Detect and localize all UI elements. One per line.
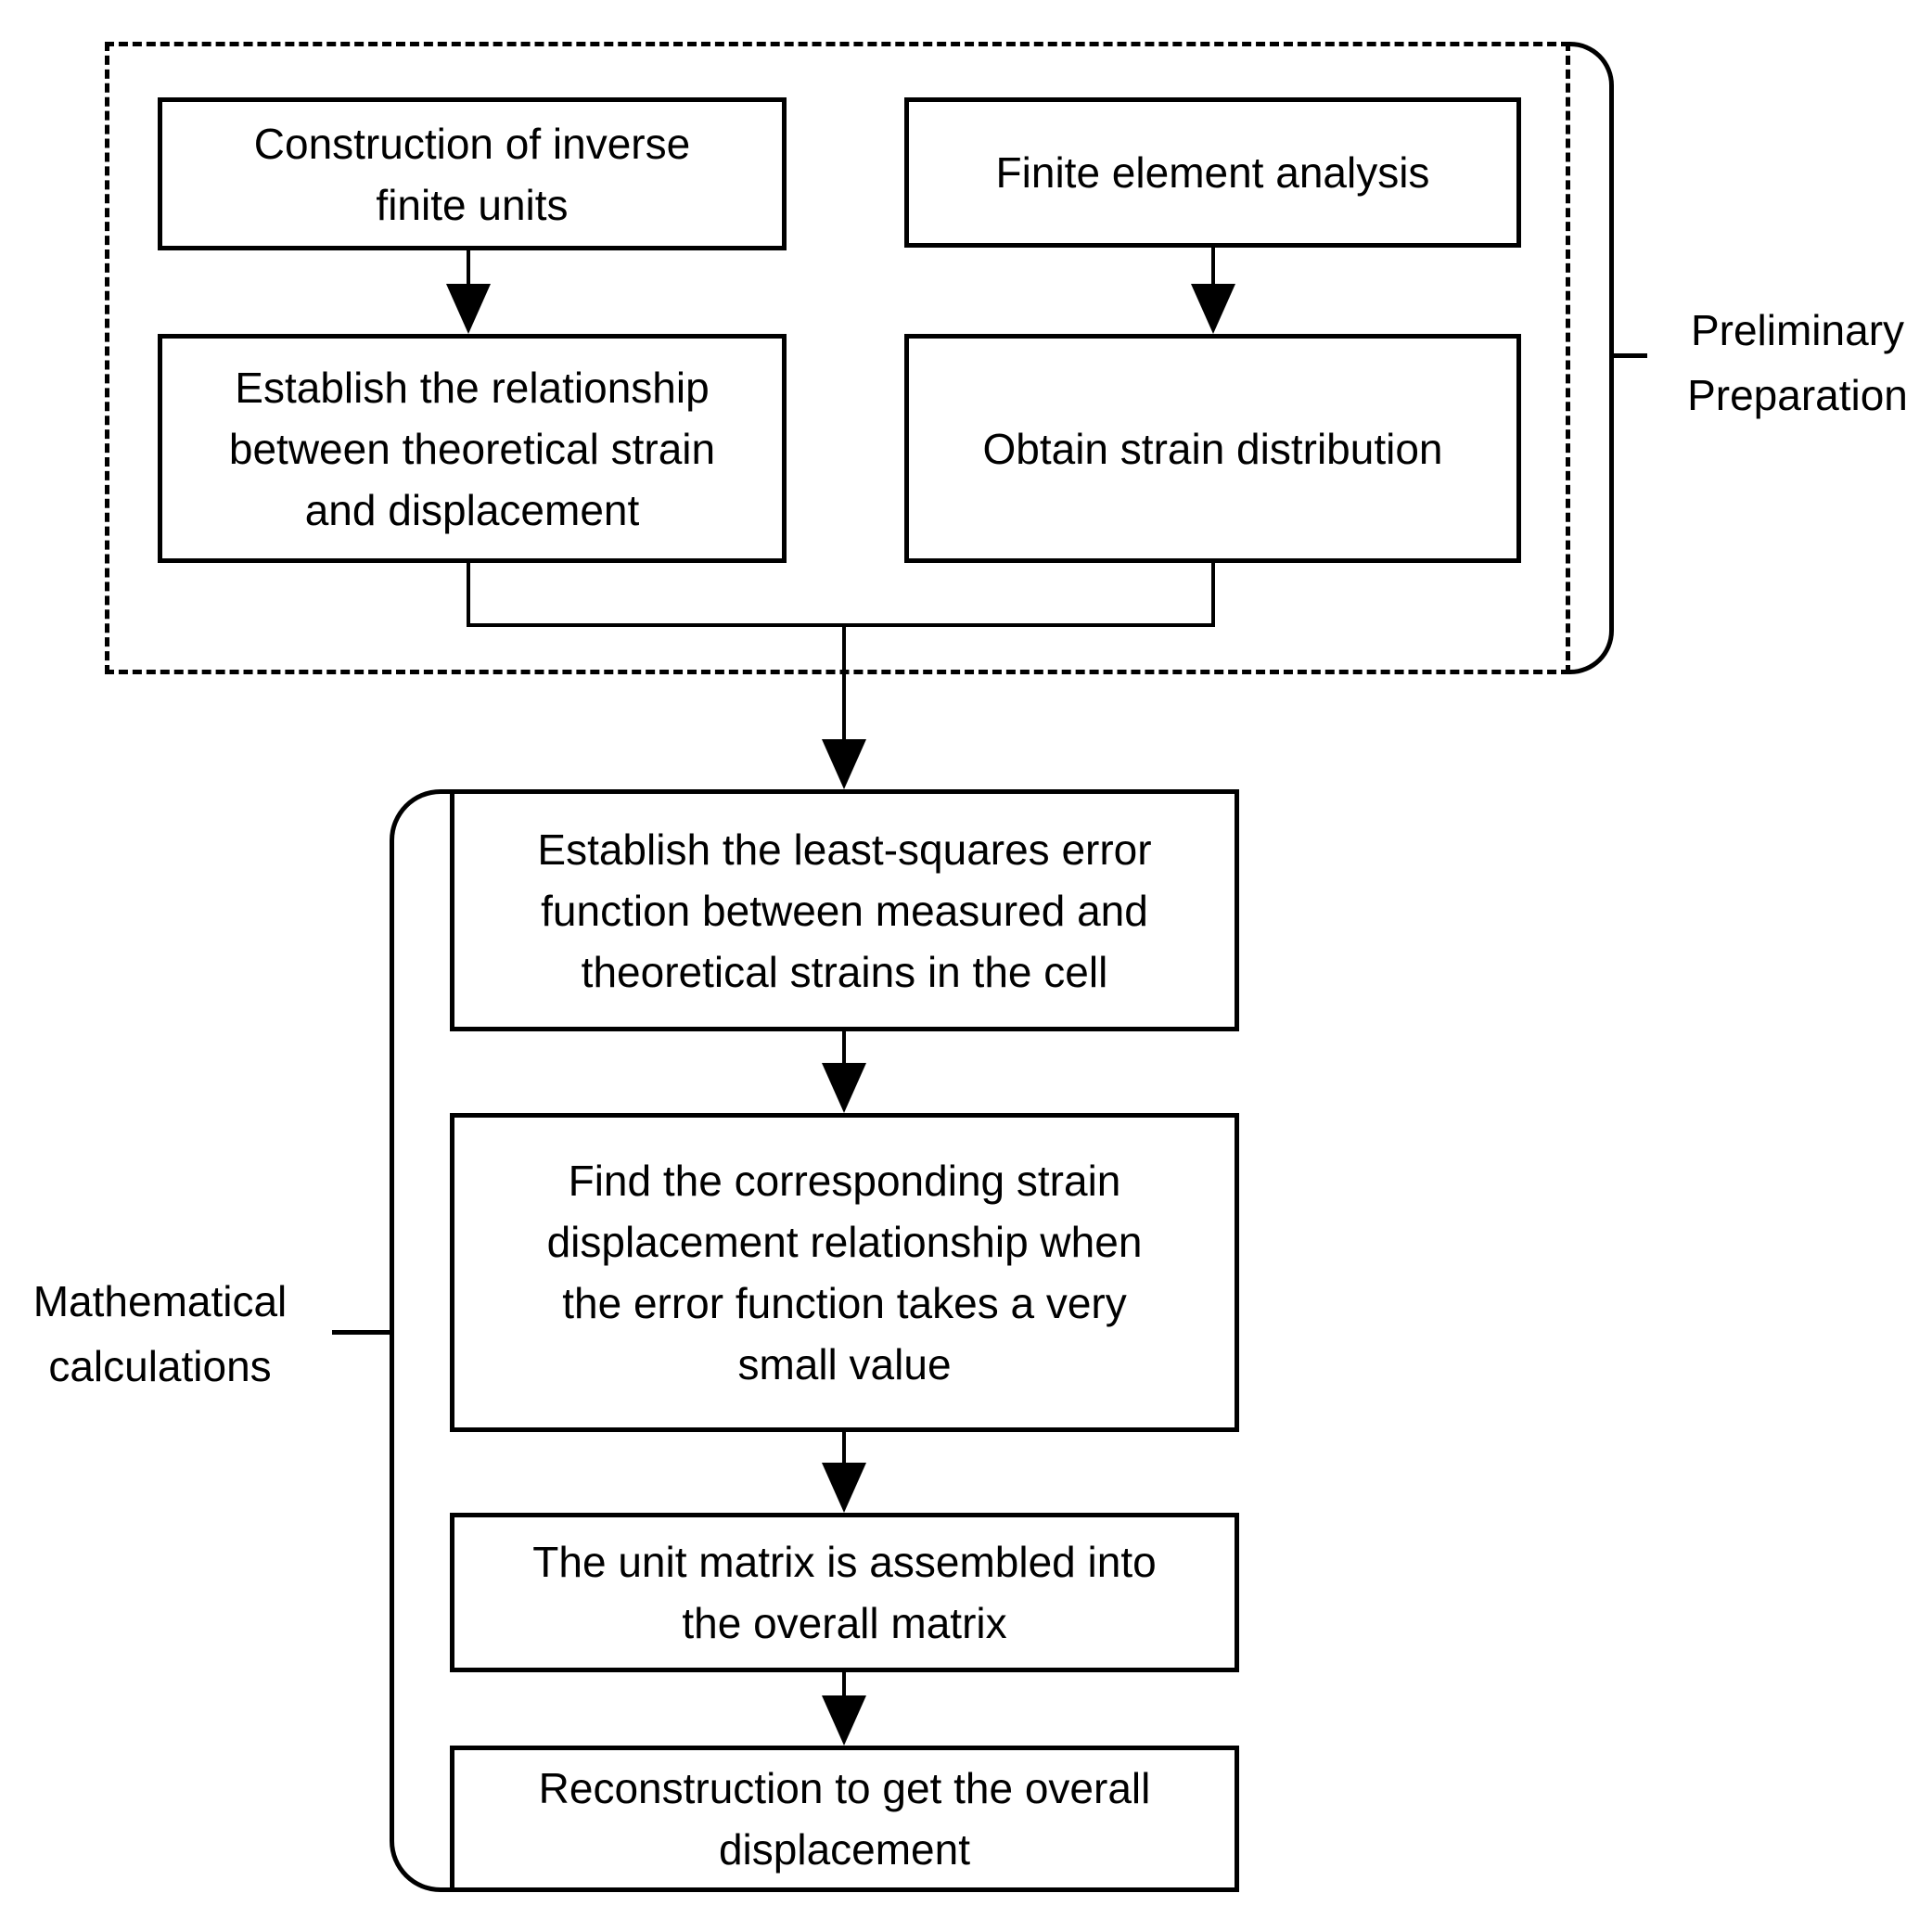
merge-connector-left [467,563,470,627]
flow-box-reconstruction-overall-displacement: Reconstruction to get the overall displa… [450,1746,1239,1892]
arrow-least-squares-to-find-head [822,1063,866,1113]
preliminary-bracket-tick [1614,353,1647,358]
flow-box-finite-element-analysis: Finite element analysis [904,97,1521,248]
mathematical-bracket-tick [332,1330,390,1335]
flow-box-find-strain-displacement: Find the corresponding strain displaceme… [450,1113,1239,1432]
mathematical-calculations-label: Mathematical calculations [32,1276,288,1390]
arrow-least-squares-to-find-line [842,1031,846,1065]
arrow-fea-to-strain-distribution-line [1211,248,1215,289]
flow-box-unit-matrix-assembled: The unit matrix is assembled into the ov… [450,1513,1239,1672]
arrow-construction-to-relationship-head [446,284,491,334]
arrow-merge-to-least-squares-head [822,739,866,789]
preliminary-group-border [105,42,1570,674]
arrow-construction-to-relationship-line [467,250,470,289]
preliminary-bracket [1570,42,1614,674]
flow-box-obtain-strain-distribution: Obtain strain distribution [904,334,1521,563]
flow-box-least-squares-error: Establish the least-squares error functi… [450,789,1239,1031]
flow-box-establish-relationship: Establish the relationship between theor… [158,334,787,563]
arrow-unit-matrix-to-reconstruction-line [842,1672,846,1697]
arrow-find-to-unit-matrix-line [842,1432,846,1465]
arrow-fea-to-strain-distribution-head [1191,284,1235,334]
merge-connector-horizontal [467,623,1215,627]
arrow-merge-to-least-squares-line [842,623,846,741]
arrow-unit-matrix-to-reconstruction-head [822,1695,866,1746]
mathematical-bracket [390,789,450,1892]
merge-connector-right [1211,563,1215,627]
arrow-find-to-unit-matrix-head [822,1463,866,1513]
flow-box-construction-of-inverse-finite-units: Construction of inverse finite units [158,97,787,250]
preliminary-preparation-label: Preliminary Preparation [1687,305,1908,419]
